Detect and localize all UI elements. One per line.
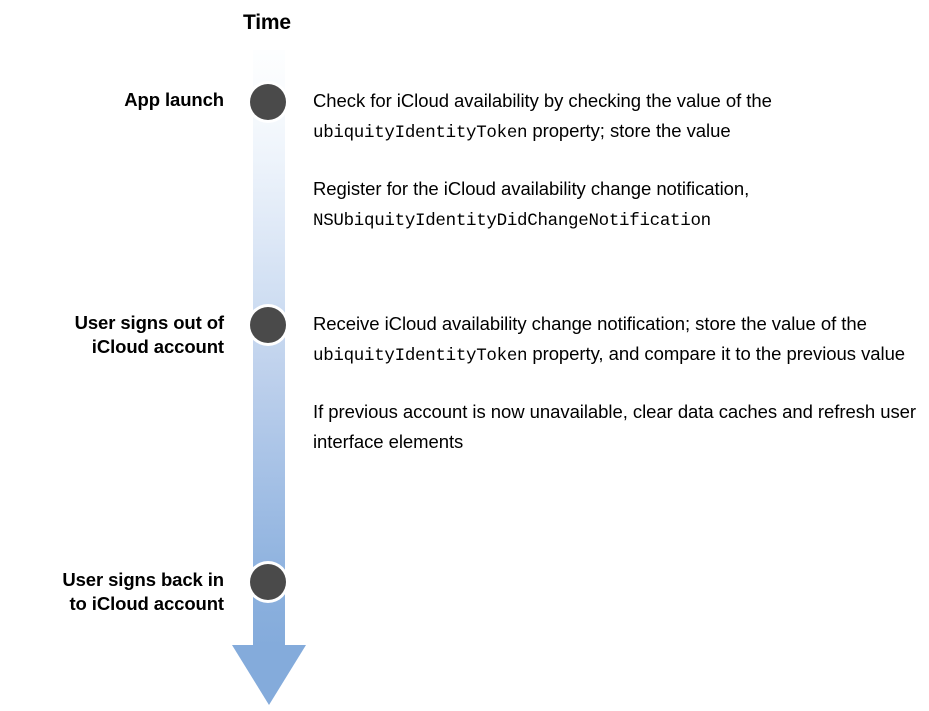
code-token: ubiquityIdentityToken: [313, 346, 528, 366]
description-text: Receive iCloud availability change notif…: [313, 313, 867, 334]
description-block-sign-out: Receive iCloud availability change notif…: [313, 309, 921, 457]
description-text: property, and compare it to the previous…: [527, 343, 906, 364]
code-token: ubiquityIdentityToken: [313, 123, 528, 143]
stage-label-sign-out: User signs out of iCloud account: [74, 312, 225, 357]
timeline-dot-sign-back-in: [250, 564, 286, 600]
stage-label-app-launch: App launch: [124, 89, 224, 110]
code-token: NSUbiquityIdentityDidChangeNotification: [313, 211, 711, 231]
description-block-app-launch: Check for iCloud availability by checkin…: [313, 86, 921, 236]
description-text: Register for the iCloud availability cha…: [313, 178, 750, 199]
description-paragraph: If previous account is now unavailable, …: [313, 397, 921, 457]
timeline-dot-sign-out: [250, 307, 286, 343]
description-paragraph: Check for iCloud availability by checkin…: [313, 86, 921, 148]
timeline-arrow-down-icon: [232, 645, 306, 705]
description-text: Check for iCloud availability by checkin…: [313, 90, 772, 111]
description-text: If previous account is now unavailable, …: [313, 401, 917, 452]
description-paragraph: Register for the iCloud availability cha…: [313, 174, 921, 236]
stage-label-sign-back-in: User signs back in to iCloud account: [62, 569, 224, 614]
timeline-axis-bar: [253, 50, 285, 646]
description-paragraph: Receive iCloud availability change notif…: [313, 309, 921, 371]
time-axis-heading: Time: [243, 11, 291, 34]
description-text: property; store the value: [527, 120, 731, 141]
timeline-dot-app-launch: [250, 84, 286, 120]
